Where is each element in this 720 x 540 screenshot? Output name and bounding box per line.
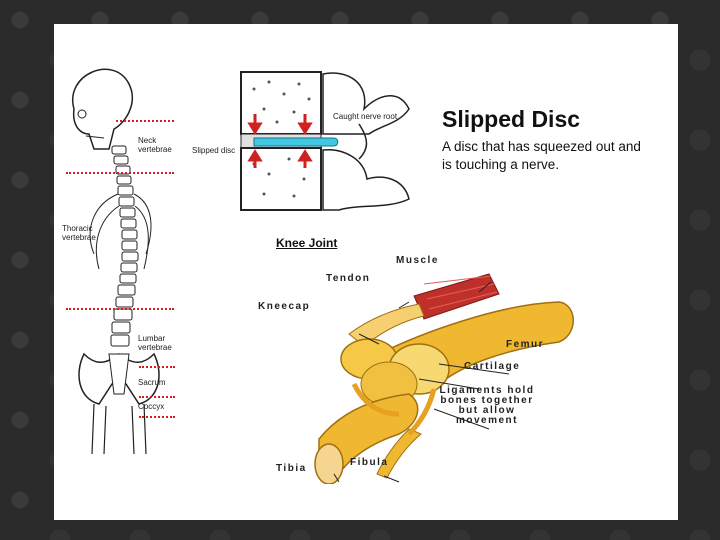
thoracic-divider-line [66,172,174,174]
tendon-label: Tendon [326,273,371,284]
femur-label: Femur [506,339,545,350]
slipped-disc-description: A disc that has squeezed out and is touc… [442,139,641,172]
kneecap-label: Kneecap [258,301,311,312]
coccyx-divider-line [139,396,175,398]
neck-vertebrae-label: Neck vertebrae [138,136,172,154]
slipped-disc-title: Slipped Disc [442,106,581,132]
slipped-disc-label: Slipped disc [192,146,236,155]
sacrum-divider-line [139,366,175,368]
fibula-label: Fibula [350,457,389,468]
spine-illustration [71,68,160,454]
neck-divider-line [116,120,174,122]
knee-joint-title: Knee Joint [276,236,338,250]
lumbar-vertebrae-label: Lumbar vertebrae [138,334,172,352]
tibia-label: Tibia [276,463,307,474]
coccyx-label: Coccyx [138,402,165,411]
thoracic-vertebrae-label: Thoracic vertebrae [62,224,96,242]
lumbar-divider-line [66,308,174,310]
muscle-label: Muscle [396,255,439,266]
slipped-disc-illustration [240,71,410,211]
caught-nerve-root-label: Caught nerve root [333,112,398,121]
knee-joint-illustration [314,273,574,484]
slide: Neck vertebrae Thoracic vertebrae Lumbar… [54,24,678,520]
ligaments-label: Ligaments hold bones together but allow … [439,385,535,426]
sacrum-label: Sacrum [138,378,166,387]
cartilage-label: Cartilage [464,361,521,372]
bottom-divider-line [139,416,175,418]
